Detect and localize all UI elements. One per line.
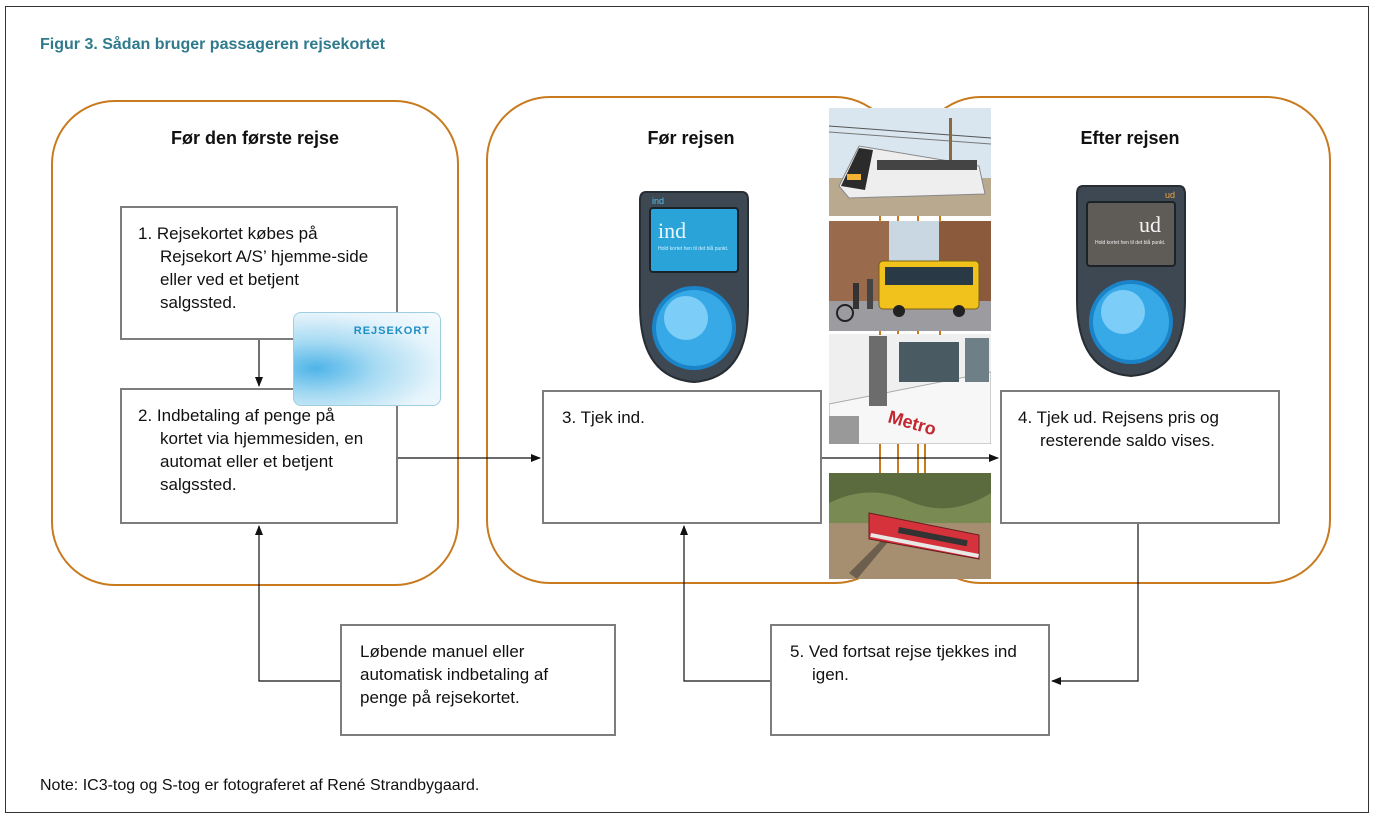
rejsekort-card: REJSEKORT	[293, 312, 441, 406]
metro-photo: Metro	[829, 334, 991, 444]
bus-photo	[829, 221, 991, 331]
check-out-reader: ud ud Hold kortet hen til det blå punkt.	[1073, 182, 1189, 378]
check-in-reader: ind ind Hold kortet hen til det blå punk…	[636, 188, 752, 384]
ic3-train-photo	[829, 108, 991, 216]
figure-title: Figur 3. Sådan bruger passageren rejseko…	[40, 36, 386, 53]
reader-out-word: ud	[1139, 212, 1161, 237]
reader-in-word: ind	[658, 218, 686, 243]
reader-in-tag: ind	[652, 196, 664, 206]
group-title-before-first: Før den første rejse	[170, 128, 340, 148]
reader-out-tag: ud	[1165, 190, 1175, 200]
card-label: REJSEKORT	[353, 325, 430, 337]
s-train-photo	[829, 473, 991, 579]
group-title-after-trip: Efter rejsen	[1080, 128, 1180, 148]
reader-out-instruction: Hold kortet hen til det blå punkt.	[1095, 239, 1165, 246]
step-3-box: 3. Tjek ind.	[542, 390, 822, 524]
reader-in-instruction: Hold kortet hen til det blå punkt.	[658, 245, 728, 252]
step-4-box: 4. Tjek ud. Rejsens pris og resterende s…	[1000, 390, 1280, 524]
group-title-before-trip: Før rejsen	[647, 128, 735, 148]
step-2-box: 2. Indbetaling af penge på kortet via hj…	[120, 388, 398, 524]
step-5-box: 5. Ved fortsat rejse tjekkes ind igen.	[770, 624, 1050, 736]
figure-note: Note: IC3-tog og S-tog er fotograferet a…	[40, 777, 480, 794]
topup-box: Løbende manuel eller automatisk indbetal…	[340, 624, 616, 736]
